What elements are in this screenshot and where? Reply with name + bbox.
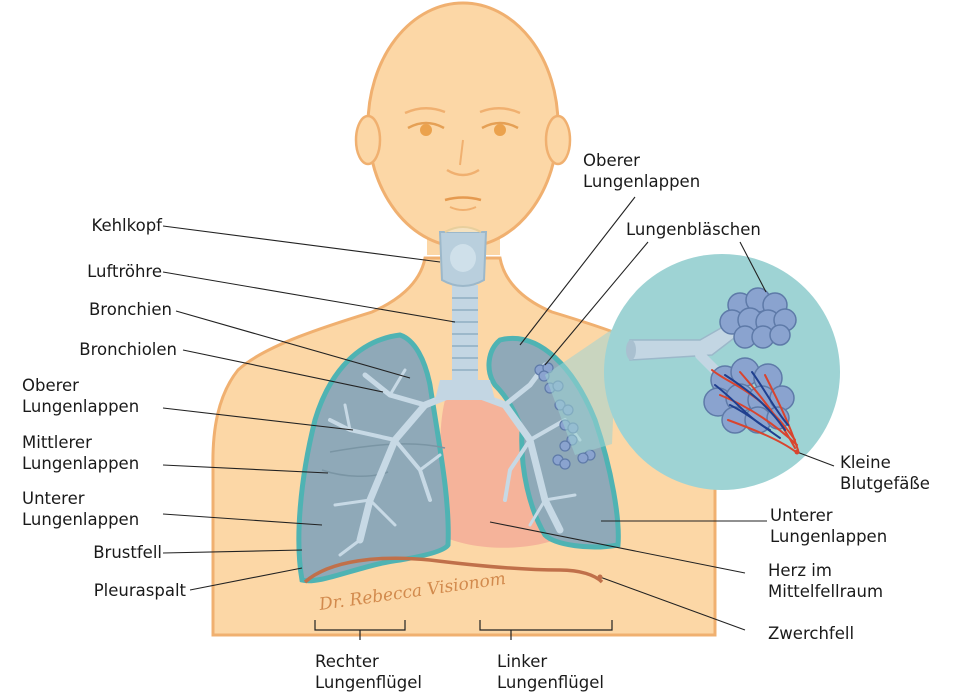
eye-right xyxy=(494,124,506,136)
label-luftroehre: Luftröhre xyxy=(87,261,162,282)
label-pleuraspalt: Pleuraspalt xyxy=(94,580,186,601)
label-mittlerer: Mittlerer Lungenlappen xyxy=(22,432,139,474)
label-kleine-blutgefaesse: Kleine Blutgefäße xyxy=(840,452,930,494)
label-kehlkopf: Kehlkopf xyxy=(91,215,162,236)
label-linker-lungenfluegel: Linker Lungenflügel xyxy=(497,651,604,693)
label-bronchiolen: Bronchiolen xyxy=(79,339,177,360)
label-zwerchfell: Zwerchfell xyxy=(768,623,854,644)
head xyxy=(356,3,570,255)
label-lungenblaeschen: Lungenbläschen xyxy=(626,219,761,240)
label-rechter-lungenfluegel: Rechter Lungenflügel xyxy=(315,651,422,693)
eye-left xyxy=(420,124,432,136)
label-oberer-left: Oberer Lungenlappen xyxy=(22,375,139,417)
label-herz: Herz im Mittelfellraum xyxy=(768,560,883,602)
larynx xyxy=(440,227,486,286)
label-unterer-left: Unterer Lungenlappen xyxy=(22,488,139,530)
label-bronchien: Bronchien xyxy=(89,299,172,320)
label-oberer-right: Oberer Lungenlappen xyxy=(583,150,700,192)
label-unterer-right: Unterer Lungenlappen xyxy=(770,505,887,547)
label-brustfell: Brustfell xyxy=(93,542,162,563)
